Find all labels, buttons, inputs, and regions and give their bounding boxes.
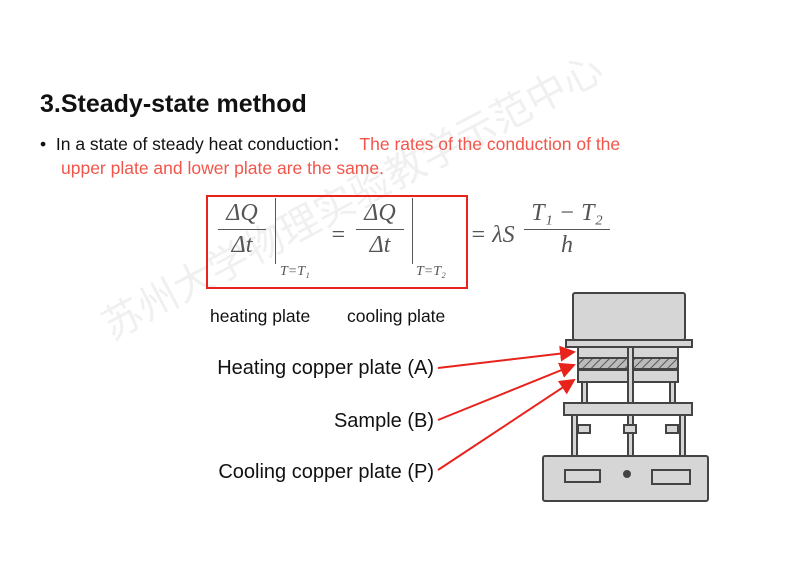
arrow-sample — [437, 362, 576, 421]
rhs-numerator: T₁ − T₂ — [531, 200, 603, 226]
bullet-highlight-2: upper plate and lower plate are the same… — [61, 158, 384, 178]
bullet-lead: In a state of steady heat conduction： — [55, 134, 350, 154]
mid-numerator: ΔQ — [364, 200, 396, 226]
label-sample: Sample (B) — [333, 410, 434, 432]
equation-highlight-box — [206, 195, 468, 289]
arrow-cooling-plate — [437, 378, 576, 471]
label-heating-copper-plate: Heating copper plate (A) — [217, 357, 434, 379]
arrow-heating-plate — [437, 345, 576, 369]
rhs-denominator: h — [561, 232, 573, 258]
bullet-marker: • — [40, 134, 47, 154]
heating-plate-label: heating plate — [210, 306, 311, 326]
cooling-plate-label: cooling plate — [347, 306, 446, 326]
equation: ΔQ Δt T=T₁ = ΔQ Δt T=T₂ = λS T₁ − T₂ h — [218, 198, 610, 279]
lhs-denominator: Δt — [231, 232, 253, 258]
bullet-text: • In a state of steady heat conduction： … — [40, 132, 620, 180]
label-cooling-copper-plate: Cooling copper plate (P) — [218, 461, 434, 483]
rhs-prefix: = λS — [470, 222, 515, 248]
equals-sign: = — [330, 222, 347, 248]
lhs-subscript: T=T₁ — [280, 264, 310, 279]
mid-denominator: Δt — [369, 232, 391, 258]
mid-subscript: T=T₂ — [416, 264, 446, 279]
lhs-numerator: ΔQ — [226, 200, 258, 226]
bullet-highlight-1: The rates of the conduction of the — [359, 134, 621, 154]
slide-title: 3.Steady-state method — [40, 90, 307, 118]
